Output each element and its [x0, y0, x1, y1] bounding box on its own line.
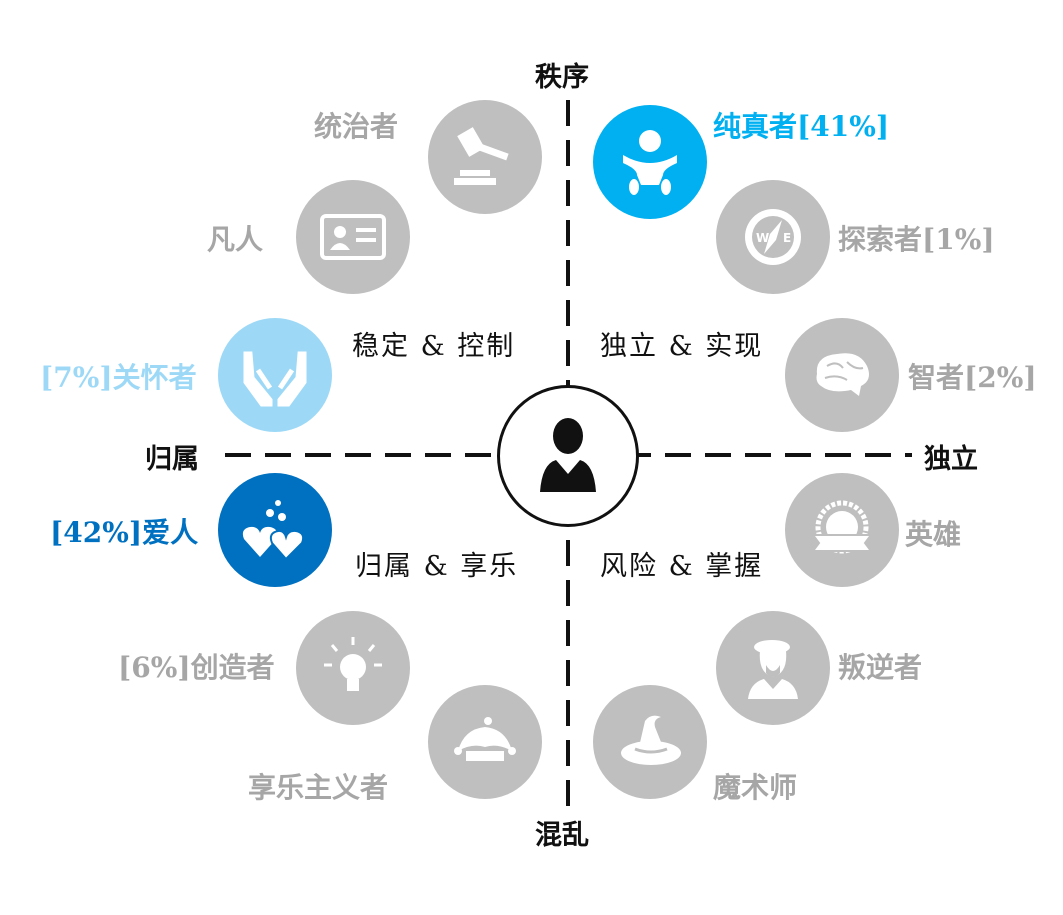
rebel-icon — [748, 640, 798, 699]
label-jester: 享乐主义者 — [248, 771, 389, 804]
axis-label-order: 秩序 — [535, 62, 589, 93]
quadrant-belonging-enjoyment: 归属 & 享乐 — [355, 551, 519, 582]
archetype-creator[interactable] — [296, 611, 410, 725]
archetype-magician[interactable] — [593, 685, 707, 799]
hands-icon — [243, 351, 307, 407]
center-user — [497, 385, 639, 527]
archetype-rebel[interactable] — [716, 611, 830, 725]
brain-icon — [816, 353, 869, 396]
archetype-innocent[interactable] — [593, 105, 707, 219]
lightbulb-icon — [324, 637, 382, 691]
compass-e: E — [783, 231, 791, 245]
quadrant-stability-control: 稳定 & 控制 — [352, 331, 516, 362]
label-everyman: 凡人 — [207, 223, 264, 256]
archetype-hero[interactable] — [785, 473, 899, 587]
label-hero: 英雄 — [905, 518, 962, 551]
quadrant-risk-mastery: 风险 & 掌握 — [600, 551, 764, 582]
badge-icon — [811, 500, 873, 554]
jester-hat-icon — [454, 717, 516, 761]
axis-label-chaos: 混乱 — [535, 820, 589, 851]
label-ruler: 统治者 — [314, 110, 399, 143]
archetype-sage[interactable] — [785, 318, 899, 432]
id-card-icon — [320, 214, 386, 260]
gavel-icon — [454, 127, 509, 185]
user-icon — [540, 418, 596, 492]
label-explorer: 探索者[1%] — [838, 223, 995, 256]
label-sage: 智者[2%] — [908, 361, 1037, 394]
archetype-everyman[interactable] — [296, 180, 410, 294]
archetype-jester[interactable] — [428, 685, 542, 799]
compass-w: W — [756, 231, 769, 245]
archetype-ruler[interactable] — [428, 100, 542, 214]
quadrant-independence-fulfillment: 独立 & 实现 — [600, 331, 764, 362]
archetype-caregiver[interactable] — [218, 318, 332, 432]
hearts-icon — [242, 500, 305, 561]
baby-icon — [623, 130, 677, 195]
label-rebel: 叛逆者 — [838, 651, 923, 684]
axis-label-belonging: 归属 — [145, 444, 199, 475]
label-caregiver: [7%]关怀者 — [40, 361, 197, 394]
label-magician: 魔术师 — [713, 771, 798, 804]
label-innocent: 纯真者[41%] — [713, 110, 890, 143]
axis-label-independence: 独立 — [924, 444, 978, 475]
label-creator: [6%]创造者 — [118, 651, 275, 684]
archetype-lover[interactable] — [218, 473, 332, 587]
wizard-hat-icon — [621, 715, 681, 765]
label-lover: [42%]爱人 — [50, 516, 199, 549]
